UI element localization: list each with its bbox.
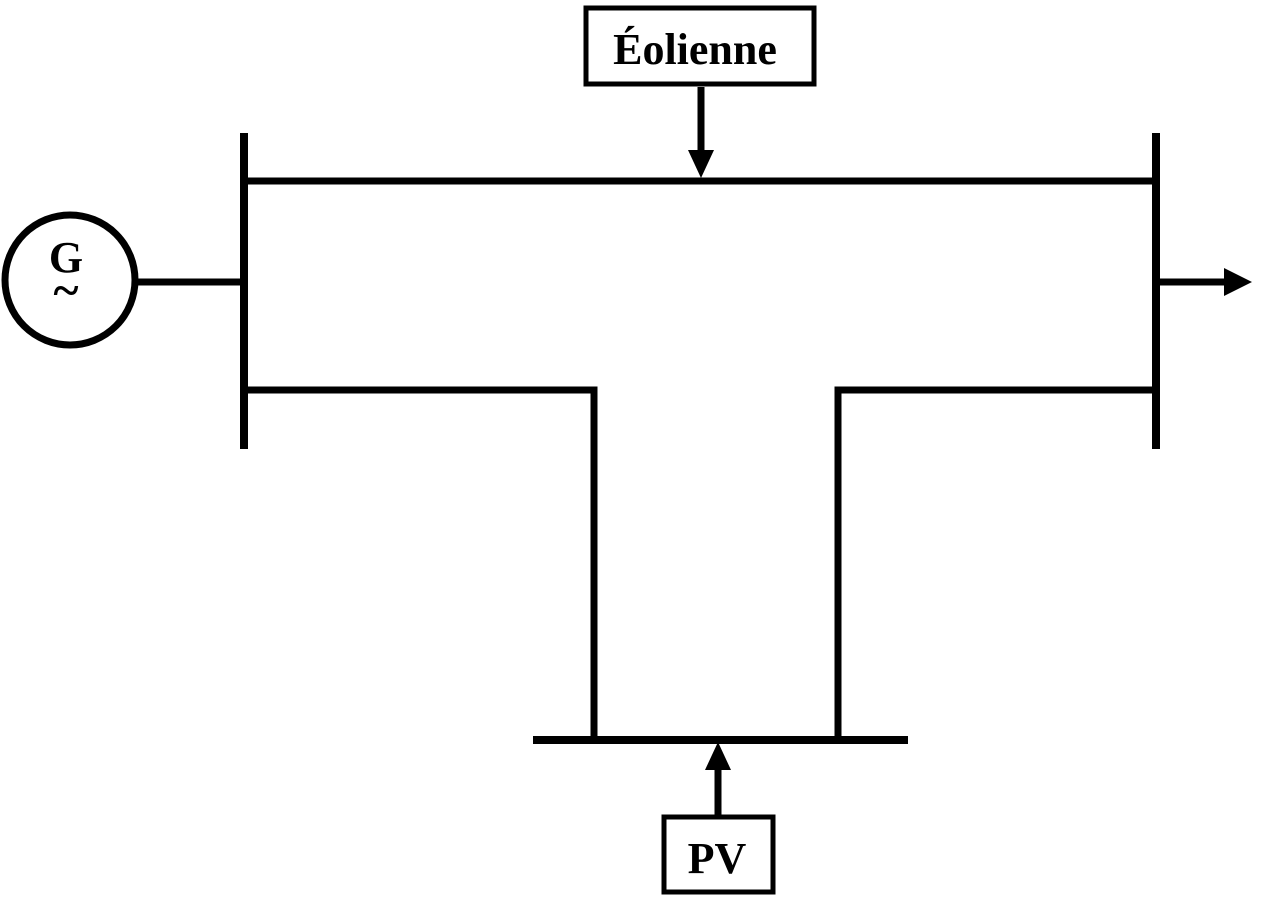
generator-tilde: ~ [54, 264, 79, 317]
generator-symbol: G ~ [1, 211, 139, 349]
wind-source-label: Éolienne [613, 25, 777, 74]
generator-letter: G [49, 233, 83, 282]
load-arrow [1156, 268, 1252, 296]
pv-injection-arrow [705, 742, 731, 815]
pv-source-box: PV [661, 814, 776, 895]
wind-source-box: Éolienne [583, 5, 817, 87]
wind-injection-arrow [688, 87, 714, 178]
pv-source-label: PV [688, 834, 747, 883]
right-branch-line [834, 386, 1156, 740]
left-branch-line [244, 386, 598, 740]
